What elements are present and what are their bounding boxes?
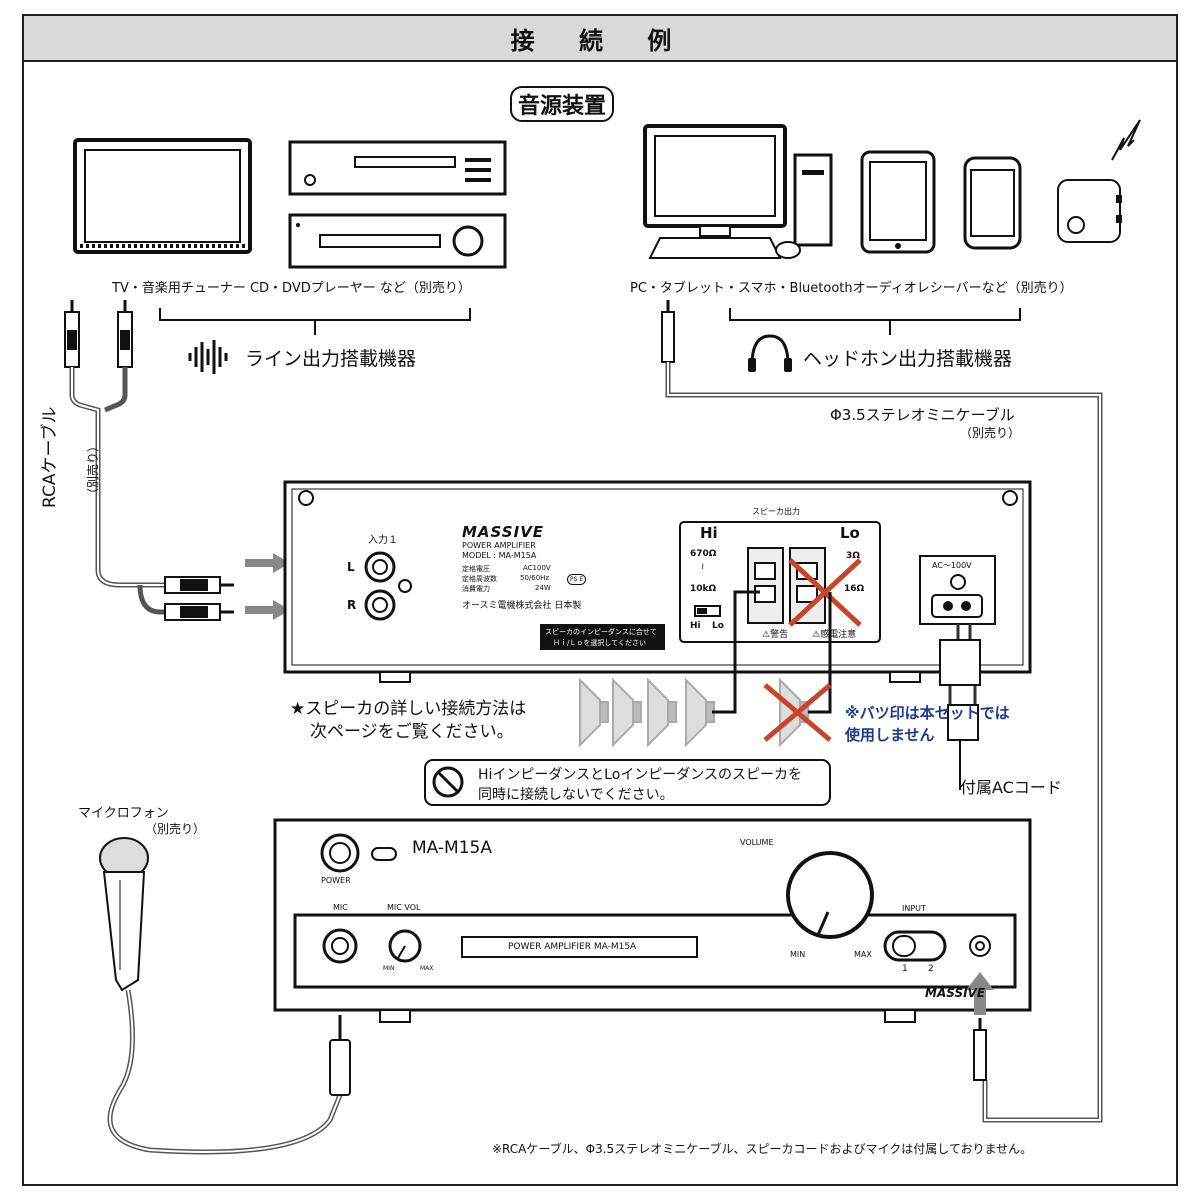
rear-maker: オースミ電機株式会社 日本製 [462,601,582,611]
warning-line-2: 同時に接続しないでください。 [478,787,674,803]
spec-voltage-label: 定格電圧 [462,565,490,573]
mic-vol-label: MIC VOL [387,903,421,912]
rear-brand: MASSIVE [462,523,545,541]
rear-product: POWER AMPLIFIER [462,541,536,550]
front-brand: MASSIVE [925,986,986,1000]
warning-box [424,759,831,806]
tablet-icon [860,150,936,254]
shock-label: ⚠感電注意 [812,630,857,640]
microphone-label: マイクロフォン [78,806,169,821]
switch-hi: Hi [690,621,701,631]
volume-min: MIN [790,950,806,959]
rear-l-label: L [347,560,355,574]
speaker-detail-2: 次ページをご覧ください。 [310,722,514,742]
cd-player-icon [288,213,507,269]
line-out-caption: TV・音楽用チューナー CD・DVDプレーヤー など（別売り） [112,281,471,296]
input-arrow-up-icon [966,972,994,1015]
headphone-icon [748,334,792,372]
headphone-label: ヘッドホン出力搭載機器 [803,348,1013,370]
input-arrow-icon [245,553,290,620]
hi-range-bottom: 10kΩ [690,584,717,594]
mini-plug-front-icon [973,1018,987,1081]
impedance-note-1: スピーカのインピーダンスに合せて [545,628,657,636]
page-title: 接 続 例 [22,14,1178,62]
line-out-label: ライン出力搭載機器 [245,348,417,370]
footer-note: ※RCAケーブル、Φ3.5ステレオミニケーブル、スピーカコードおよびマイクは付属… [492,1142,1033,1156]
front-power-label: POWER [321,876,351,885]
impedance-note-2: Ｈｉ/Ｌｏを選択してください [553,639,646,647]
ac-cord-label: 付属ACコード [960,778,1062,797]
volume-max: MAX [854,950,872,959]
hi-range-top: 670Ω [690,549,717,559]
mini-plug-icon [661,300,675,363]
switch-lo: Lo [712,621,724,631]
x-note-2: 使用しません [845,726,935,744]
mic-label: MIC [333,903,348,912]
microphone-note: （別売り） [145,822,206,836]
spec-power-label: 消費電力 [462,585,490,593]
speaker-out-label: スピーカ出力 [752,507,800,516]
prohibited-icon [432,766,464,798]
rca-cable-label: RCAケーブル [40,406,60,508]
rear-r-label: R [347,598,357,612]
headphone-caption: PC・タブレット・スマホ・Bluetoothオーディオレシーバーなど（別売り） [630,281,1073,296]
display-text: POWER AMPLIFIER MA-M15A [508,942,637,952]
lo-bottom: 16Ω [844,584,865,594]
hi-range-tilde: ≀ [701,562,705,572]
front-model: MA-M15A [412,838,492,858]
rear-input-label: 入力１ [368,535,398,546]
tv-icon [73,138,252,254]
lo-top: 3Ω [846,551,860,561]
spec-freq: 50/60Hz [520,574,550,582]
front-panel [273,818,1032,1023]
ac-label: AC～100V [932,561,972,570]
pse-mark: PS E [567,574,587,585]
mini-cable-label: Φ3.5ステレオミニケーブル [830,406,1015,424]
not-used-cross-icon [788,558,862,627]
input-2: 2 [928,964,934,974]
lo-label: Lo [840,524,860,542]
smartphone-icon [963,156,1022,250]
input-1: 1 [902,964,908,974]
mini-cable-note: （別売り） [960,426,1021,440]
speaker-icon [579,677,809,748]
rca-plug-side-icon [164,576,234,621]
warning-label: ⚠警告 [762,630,789,640]
spec-power: 24W [535,584,551,592]
mic-plug-icon [329,1015,351,1096]
microphone-icon [99,837,149,992]
x-note-1: ※バツ印は本セットでは [845,704,1010,722]
bluetooth-receiver-icon [1057,119,1141,243]
warning-line-1: HiインピーダンスとLoインピーダンスのスピーカを [478,767,802,783]
not-used-cross-icon-2 [763,683,832,742]
pc-icon [643,124,833,259]
hi-label: Hi [700,524,718,542]
headphone-bracket [729,308,1021,321]
tuner-icon [288,140,507,196]
volume-label: VOLUME [740,838,774,847]
line-out-bracket [159,308,471,321]
rca-plug-icon [64,300,133,368]
speaker-detail-1: ★スピーカの詳しい接続方法は [290,699,527,719]
mic-min: MIN [383,965,395,972]
rca-cable-note: （別売り） [86,439,100,500]
mic-max: MAX [420,965,434,972]
sources-title: 音源装置 [510,86,615,122]
input-label: INPUT [902,904,926,913]
spec-voltage: AC100V [523,564,551,572]
sound-wave-icon [188,340,228,374]
rear-model: MODEL : MA-M15A [462,551,537,560]
spec-freq-label: 定格周波数 [462,575,497,583]
rear-panel [283,480,1032,683]
